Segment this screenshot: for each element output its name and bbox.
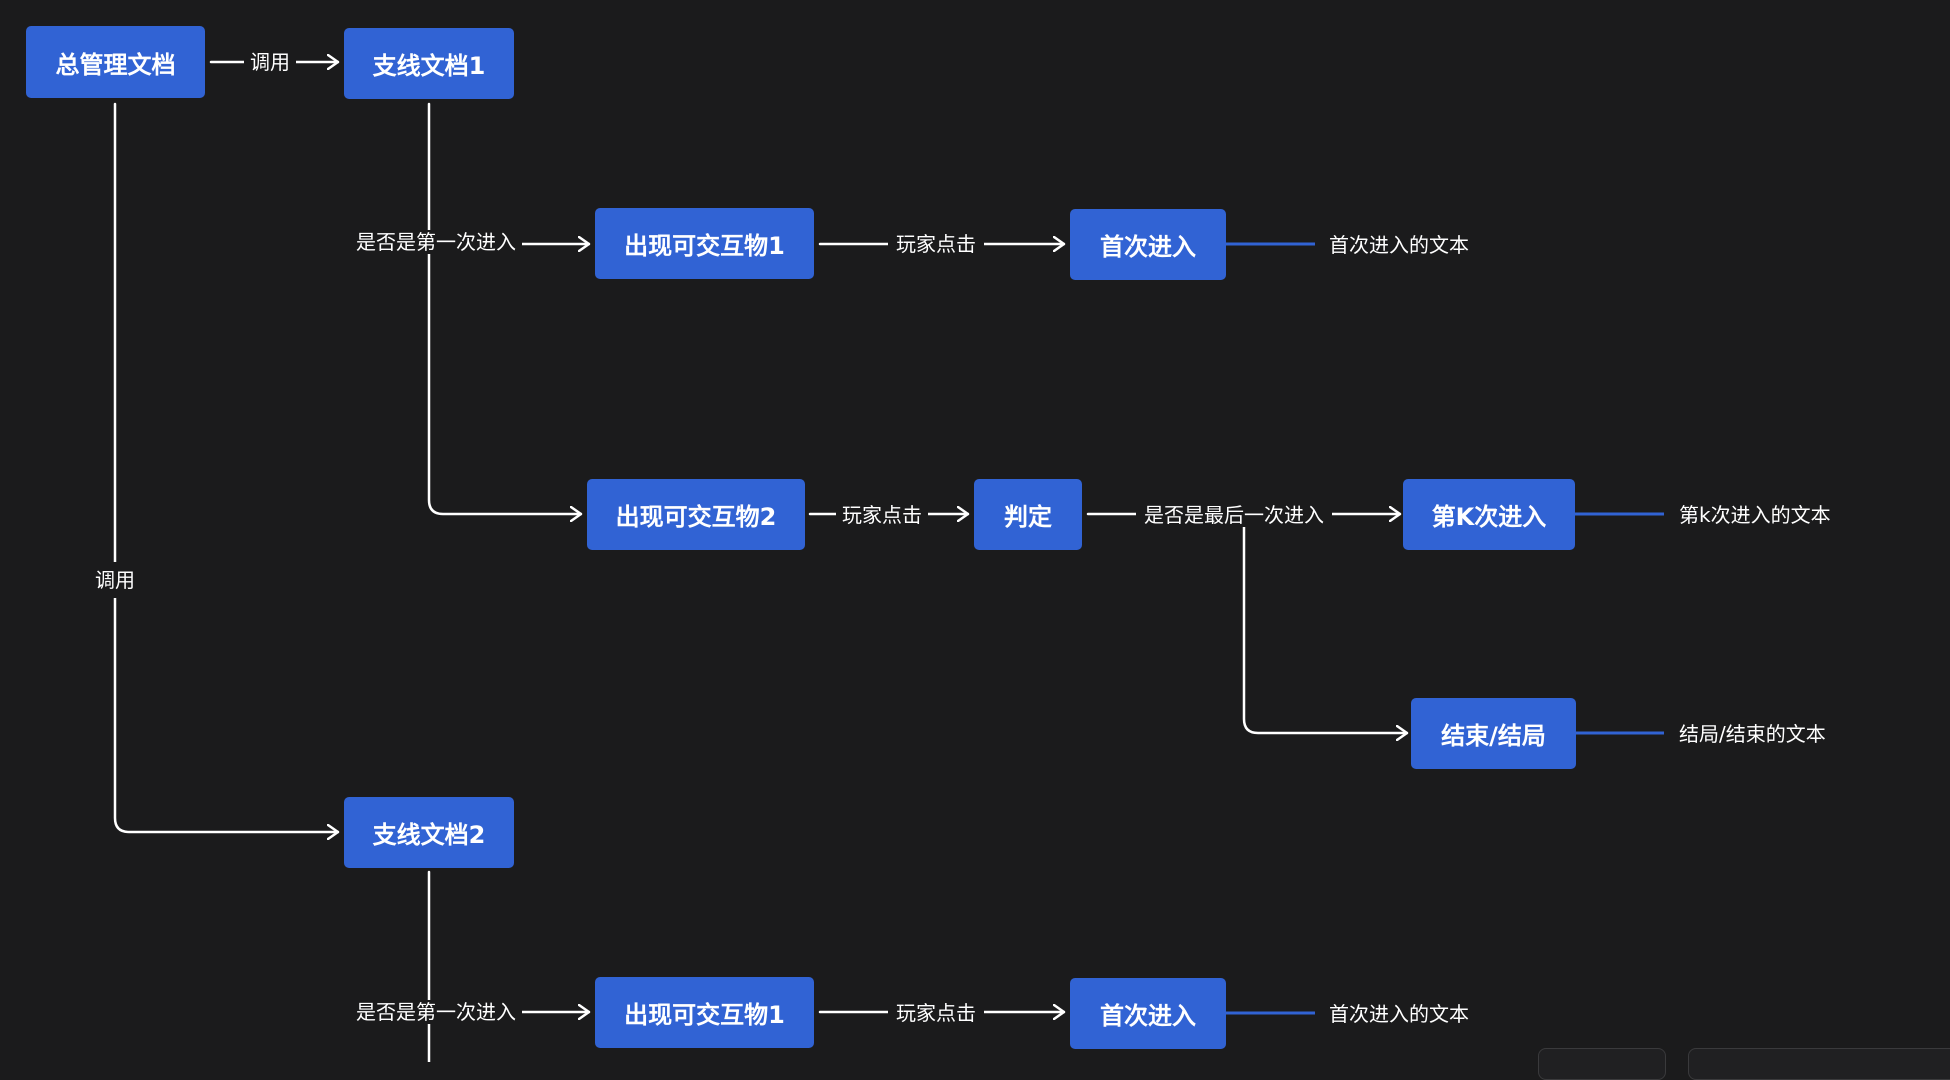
node-branch-doc-1[interactable]: 支线文档1 (344, 28, 514, 99)
node-main-doc[interactable]: 总管理文档 (26, 26, 205, 98)
edge-label-player-click-1: 玩家点击 (888, 232, 984, 256)
edge-label-call-top: 调用 (244, 50, 296, 74)
node-first-entry-1[interactable]: 首次进入 (1070, 209, 1226, 280)
edge-label-player-click-2: 玩家点击 (836, 503, 928, 527)
node-interactable-2[interactable]: 出现可交互物2 (587, 479, 805, 550)
edge-label-player-click-3: 玩家点击 (888, 1001, 984, 1025)
node-kth-entry[interactable]: 第K次进入 (1403, 479, 1575, 550)
node-judge[interactable]: 判定 (974, 479, 1082, 550)
note-first-entry-text-2: 首次进入的文本 (1329, 1002, 1469, 1026)
edge-label-call-left: 调用 (91, 562, 139, 598)
edge-branch1-to-interactable1 (427, 102, 591, 244)
node-interactable-1b[interactable]: 出现可交互物1 (595, 977, 814, 1048)
edge-label-last-time-question: 是否是最后一次进入 (1136, 503, 1332, 527)
node-ending[interactable]: 结束/结局 (1411, 698, 1576, 769)
note-kth-entry-text: 第k次进入的文本 (1679, 503, 1831, 527)
edge-branch1-to-interactable2 (427, 242, 583, 514)
node-interactable-1[interactable]: 出现可交互物1 (595, 208, 814, 279)
edge-label-first-time-question-2: 是否是第一次进入 (350, 1000, 522, 1024)
note-ending-text: 结局/结束的文本 (1679, 722, 1826, 746)
bottom-toolbar-left[interactable] (1538, 1048, 1666, 1080)
edge-main-to-branch2 (113, 102, 340, 832)
edge-label-first-time-question-1: 是否是第一次进入 (350, 230, 522, 254)
edge-judge-to-ending (1242, 512, 1409, 733)
node-first-entry-1b[interactable]: 首次进入 (1070, 978, 1226, 1049)
note-first-entry-text-1: 首次进入的文本 (1329, 233, 1469, 257)
node-branch-doc-2[interactable]: 支线文档2 (344, 797, 514, 868)
edge-branch2-to-interactable1b (427, 870, 589, 1062)
bottom-toolbar-right[interactable] (1688, 1048, 1950, 1080)
